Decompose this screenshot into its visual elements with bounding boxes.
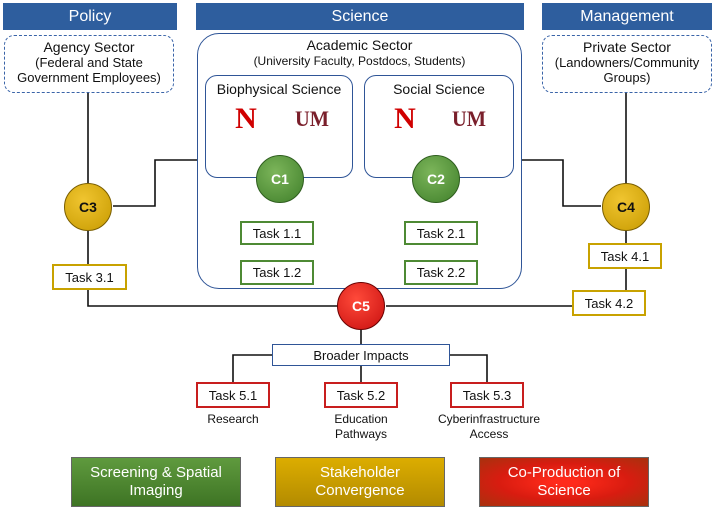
legend-screening-line1: Screening & Spatial [90, 464, 222, 481]
social-science-title: Social Science [393, 81, 485, 97]
agency-sector-title: Agency Sector [43, 39, 135, 55]
legend-coproduction-line2: Science [537, 482, 591, 499]
agency-sector-box: Agency Sector (Federal and State Governm… [4, 35, 174, 93]
agency-sector-line2: Government Employees) [17, 70, 161, 85]
task-1-1[interactable]: Task 1.1 [240, 221, 314, 245]
task-5-3[interactable]: Task 5.3 [450, 382, 524, 408]
task-1-2[interactable]: Task 1.2 [240, 260, 314, 285]
umt-m-logo: UM [452, 106, 486, 131]
task-3-1[interactable]: Task 3.1 [52, 264, 127, 290]
task-5-1[interactable]: Task 5.1 [196, 382, 270, 408]
header-science: Science [196, 3, 524, 30]
umt-m-logo-text: UM [452, 106, 486, 131]
cyber-label-line1: Cyberinfrastructure [437, 412, 541, 426]
private-sector-line1: (Landowners/Community [554, 55, 700, 70]
education-label-line2: Pathways [334, 427, 388, 441]
unl-n-logo-text: N [394, 103, 416, 131]
task-5-2[interactable]: Task 5.2 [324, 382, 398, 408]
education-label-line1: Education [334, 412, 388, 426]
task-4-1[interactable]: Task 4.1 [588, 243, 662, 269]
private-sector-title: Private Sector [583, 39, 671, 55]
umt-m-logo-text: UM [295, 106, 329, 131]
node-c3[interactable]: C3 [64, 183, 112, 231]
impact-label-research: Research [183, 412, 283, 427]
private-sector-box: Private Sector (Landowners/Community Gro… [542, 35, 712, 93]
task-2-1[interactable]: Task 2.1 [404, 221, 478, 245]
agency-sector-line1: (Federal and State [35, 55, 143, 70]
task-2-2[interactable]: Task 2.2 [404, 260, 478, 285]
academic-sector-title: Academic Sector [306, 37, 413, 53]
unl-n-logo: N [394, 103, 417, 131]
legend-stakeholder-line2: Convergence [315, 482, 405, 499]
research-label: Research [207, 412, 259, 426]
cyber-label-line2: Access [469, 427, 509, 441]
umt-m-logo: UM [295, 106, 329, 131]
node-c5[interactable]: C5 [337, 282, 385, 330]
header-management: Management [542, 3, 712, 30]
private-sector-line2: Groups) [603, 70, 651, 85]
node-c4[interactable]: C4 [602, 183, 650, 231]
node-c2[interactable]: C2 [412, 155, 460, 203]
header-policy: Policy [3, 3, 177, 30]
legend-screening-line2: Imaging [129, 482, 183, 499]
legend-stakeholder-convergence: Stakeholder Convergence [275, 457, 445, 507]
broader-impacts-box[interactable]: Broader Impacts [272, 344, 450, 366]
task-4-2[interactable]: Task 4.2 [572, 290, 646, 316]
node-c1[interactable]: C1 [256, 155, 304, 203]
legend-screening-spatial-imaging: Screening & Spatial Imaging [71, 457, 241, 507]
legend-co-production-of-science: Co-Production of Science [479, 457, 649, 507]
unl-n-logo: N [235, 103, 258, 131]
unl-n-logo-text: N [235, 103, 257, 131]
impact-label-education: Education Pathways [311, 412, 411, 442]
legend-coproduction-line1: Co-Production of [507, 464, 621, 481]
legend-stakeholder-line1: Stakeholder [319, 464, 401, 481]
academic-sector-subtitle: (University Faculty, Postdocs, Students) [253, 54, 466, 68]
biophysical-science-title: Biophysical Science [216, 81, 342, 97]
impact-label-cyberinfrastructure: Cyberinfrastructure Access [427, 412, 551, 442]
